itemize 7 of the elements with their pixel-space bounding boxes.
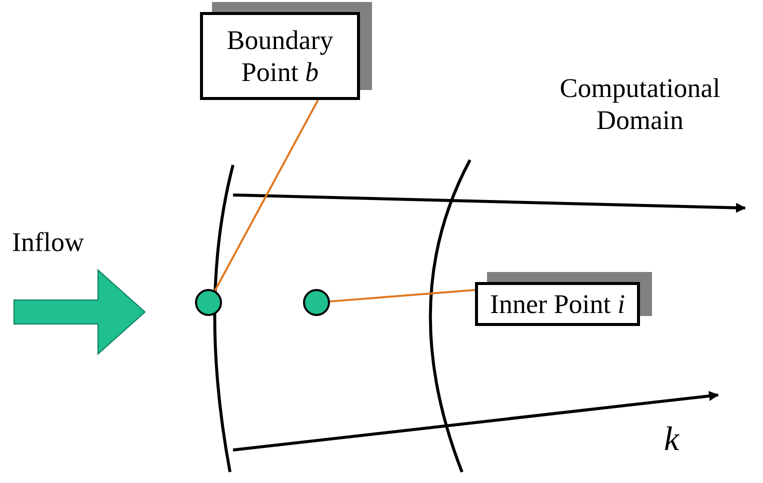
leader-line bbox=[330, 289, 476, 302]
leader-line bbox=[214, 100, 319, 292]
grid-point bbox=[195, 289, 222, 316]
inflow-label: Inflow bbox=[12, 226, 84, 258]
domain-label: Computational Domain bbox=[558, 72, 722, 137]
axis-label: k bbox=[664, 420, 680, 460]
grid-point bbox=[303, 289, 330, 316]
